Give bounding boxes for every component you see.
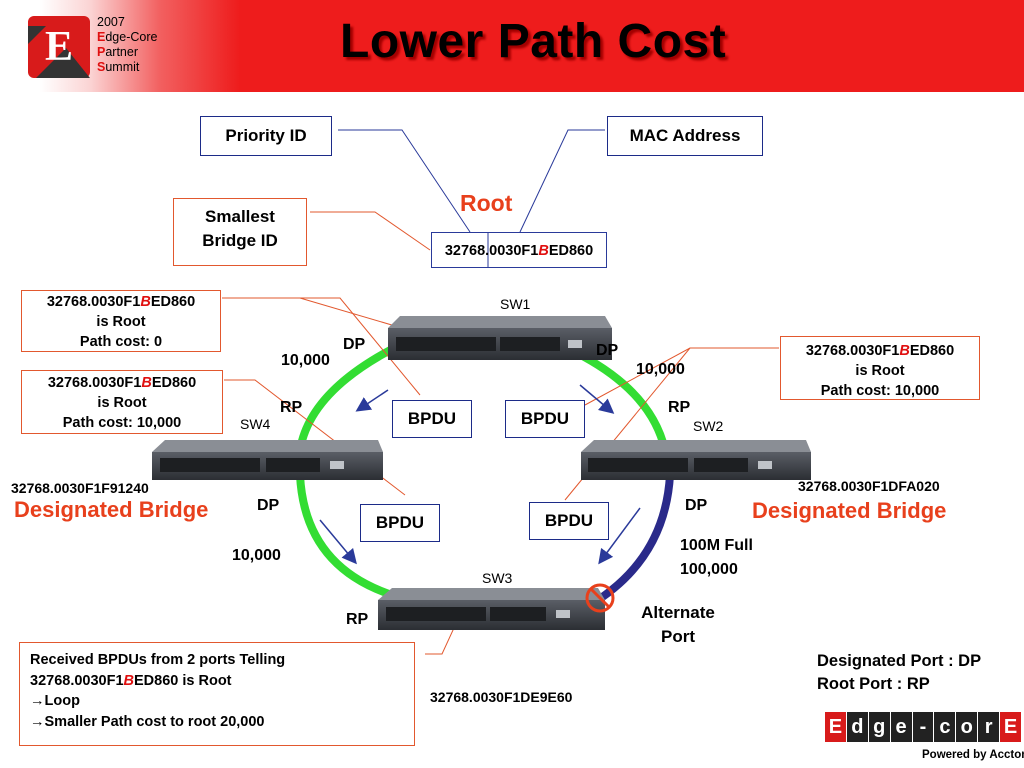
event-word-edge-core: dge-Core: [105, 30, 158, 44]
event-word-partner: artner: [105, 45, 138, 59]
mac-connector: [519, 129, 605, 233]
bpdu-arrow-sw1-to-sw4: [355, 389, 389, 412]
bpdu-label-sw2-sw3: BPDU: [529, 502, 609, 540]
cost-sw2-sw3: 100,000: [680, 561, 738, 578]
priority-connector: [338, 129, 471, 233]
notes-line-3: →Loop: [30, 693, 80, 709]
sw2-lower-port-role: DP: [685, 497, 708, 514]
switch-sw2-icon: [581, 440, 811, 480]
edge-core-logo: E d g e - c o r E: [825, 712, 1022, 742]
sw1-name: SW1: [500, 296, 531, 312]
notes-line-4: →Smaller Path cost to root 20,000: [30, 713, 265, 730]
sw3-bridge-id: 32768.0030F1DE9E60: [430, 689, 573, 705]
sw4-lower-port-role: DP: [257, 497, 280, 514]
sw1-callout-connector: [222, 297, 421, 396]
event-year: 2007: [97, 15, 125, 29]
port-role-legend: Designated Port : DP Root Port : RP: [817, 652, 982, 693]
link-sw2-sw3-blocked: [587, 474, 674, 609]
sw1-left-port-role: DP: [343, 336, 366, 353]
event-initial-e: E: [97, 30, 106, 44]
sw4-bpdu-callout: 32768.0030F1BED860 is Root Path cost: 10…: [21, 370, 223, 434]
link-sw1-sw4: [296, 341, 402, 451]
loop-notes-box: Received BPDUs from 2 ports Telling 3276…: [19, 642, 415, 746]
cost-sw1-sw2: 10,000: [636, 361, 685, 378]
event-logo: E: [26, 14, 92, 80]
sw4-name: SW4: [240, 416, 271, 432]
sw1-right-port-role: DP: [596, 342, 619, 359]
event-word-summit: ummit: [105, 60, 140, 74]
slide-title: Lower Path Cost: [340, 15, 727, 68]
arrow-right-icon: →: [30, 693, 45, 709]
sw4-designated-bridge-label: Designated Bridge: [14, 497, 209, 522]
bpdu-label-sw1-sw2: BPDU: [505, 400, 585, 438]
switch-sw1-icon: [388, 316, 612, 360]
sw3-port-role: RP: [346, 611, 369, 628]
sw1-callout-connector-2: [299, 297, 403, 329]
sw2-designated-bridge-label: Designated Bridge: [752, 498, 947, 523]
sw1-bpdu-callout: 32768.0030F1BED860 is Root Path cost: 0: [21, 290, 221, 352]
powered-by-label: Powered by Accton: [922, 749, 1024, 761]
switch-sw3-icon: [378, 588, 605, 630]
root-label: Root: [460, 190, 513, 216]
bpdu-arrow-sw4-to-sw3: [319, 519, 357, 565]
event-name: 2007 Edge-Core Partner Summit: [97, 15, 157, 75]
smallest-bridge-id-label: Smallest Bridge ID: [173, 198, 307, 266]
arrow-right-icon: →: [30, 713, 45, 730]
logo-letter: E: [45, 24, 73, 70]
switch-sw4-icon: [152, 440, 383, 480]
priority-id-label: Priority ID: [200, 116, 332, 156]
cost-sw4-sw3: 10,000: [232, 547, 281, 564]
root-bridge-id: 32768.0030F1BED860: [431, 232, 607, 268]
bpdu-label-sw4-sw3: BPDU: [360, 504, 440, 542]
event-initial-p: P: [97, 45, 106, 59]
sw3-name: SW3: [482, 570, 513, 586]
sw4-bridge-id: 32768.0030F1F91240: [11, 480, 149, 496]
sw2-bridge-id: 32768.0030F1DFA020: [798, 478, 940, 494]
mac-address-label: MAC Address: [607, 116, 763, 156]
cost-sw1-sw4: 10,000: [281, 352, 330, 369]
blocked-port-icon: [585, 583, 615, 613]
notes-line-2: 32768.0030F1BED860 is Root: [30, 672, 232, 689]
sw2-upper-port-role: RP: [668, 399, 691, 416]
link-speed-label: 100M Full: [680, 537, 753, 554]
event-initial-s: S: [97, 60, 106, 74]
bpdu-label-sw1-sw4: BPDU: [392, 400, 472, 438]
sw2-name: SW2: [693, 418, 724, 434]
sw4-upper-port-role: RP: [280, 399, 303, 416]
smallest-connector: [310, 211, 431, 251]
header-bar: E 2007 Edge-Core Partner Summit Lower Pa…: [0, 0, 1024, 92]
bpdu-arrow-sw1-to-sw2: [579, 384, 615, 414]
sw2-bpdu-callout: 32768.0030F1BED860 is Root Path cost: 10…: [780, 336, 980, 400]
notes-line-1: Received BPDUs from 2 ports Telling: [30, 652, 286, 668]
alternate-port-label: Alternate Port: [641, 603, 715, 646]
bpdu-arrow-sw2-to-sw3: [598, 507, 641, 565]
